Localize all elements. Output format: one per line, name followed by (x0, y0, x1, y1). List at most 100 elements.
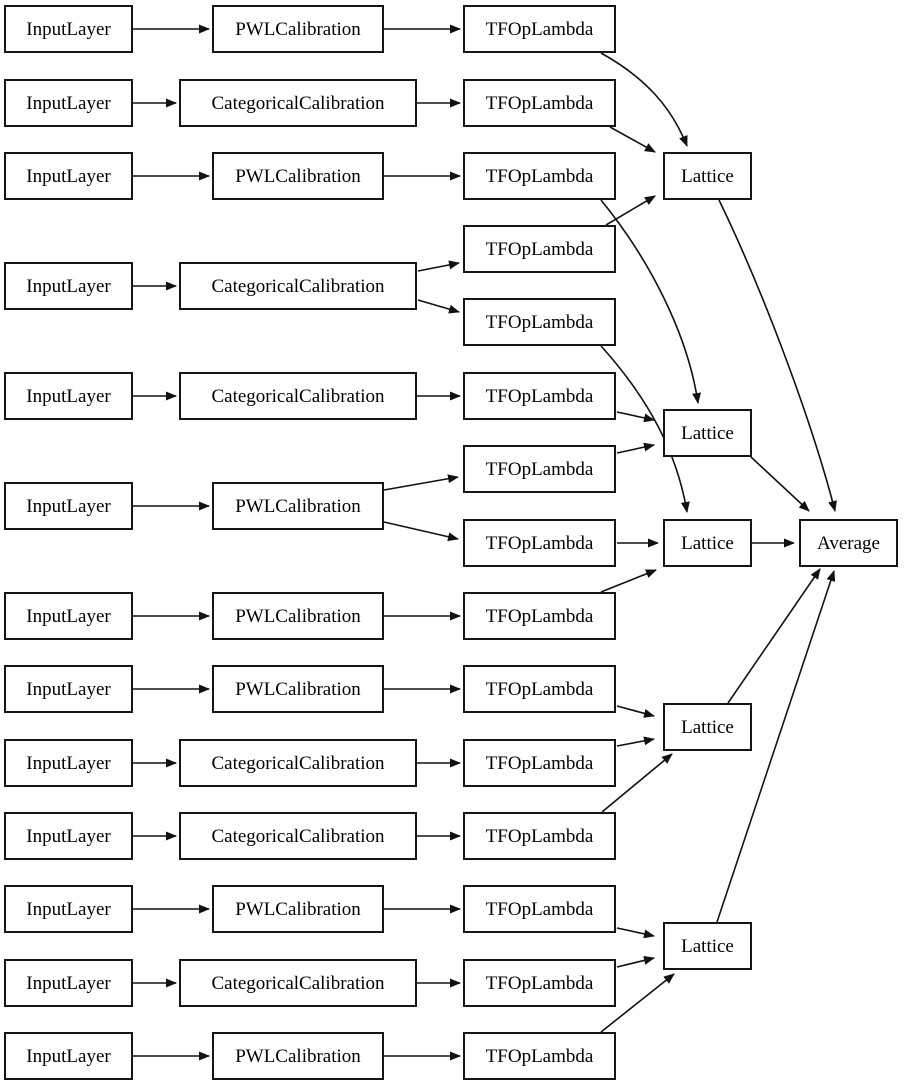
node-tf3: TFOpLambda (463, 152, 616, 200)
node-label: Lattice (681, 716, 734, 738)
node-label: InputLayer (26, 18, 111, 40)
node-lat2: Lattice (663, 409, 752, 457)
node-label: TFOpLambda (485, 385, 594, 407)
node-in9: InputLayer (4, 739, 133, 787)
node-tf9: TFOpLambda (463, 592, 616, 640)
node-label: InputLayer (26, 275, 111, 297)
node-label: InputLayer (26, 678, 111, 700)
node-label: TFOpLambda (485, 678, 594, 700)
node-tf7: TFOpLambda (463, 445, 616, 493)
node-cal7: PWLCalibration (212, 592, 384, 640)
node-label: Lattice (681, 935, 734, 957)
node-cal2: CategoricalCalibration (179, 79, 417, 127)
node-label: TFOpLambda (485, 605, 594, 627)
edge-tf1-lat1 (600, 52, 688, 147)
edge-cal6-tf7 (383, 474, 459, 491)
edge-cal6-tf8 (383, 521, 459, 542)
node-label: PWLCalibration (235, 605, 361, 627)
node-cal10: CategoricalCalibration (179, 812, 417, 860)
node-in4: InputLayer (4, 262, 133, 310)
node-label: InputLayer (26, 752, 111, 774)
node-label: TFOpLambda (485, 92, 594, 114)
edge-tf14-lat5 (616, 955, 655, 968)
edge-cal4-tf5 (417, 299, 460, 314)
node-label: TFOpLambda (485, 532, 594, 554)
node-label: TFOpLambda (485, 165, 594, 187)
node-label: CategoricalCalibration (211, 385, 385, 407)
edge-lat1-avg (718, 199, 837, 512)
node-in12: InputLayer (4, 959, 133, 1007)
edge-tf2-lat1 (609, 126, 656, 153)
node-label: Lattice (681, 165, 734, 187)
node-in3: InputLayer (4, 152, 133, 200)
node-lat4: Lattice (663, 703, 752, 751)
node-label: CategoricalCalibration (211, 972, 385, 994)
edge-tf11-lat4 (616, 736, 655, 747)
node-tf4: TFOpLambda (463, 225, 616, 273)
node-label: CategoricalCalibration (211, 825, 385, 847)
node-tf11: TFOpLambda (463, 739, 616, 787)
node-tf5: TFOpLambda (463, 298, 616, 346)
node-label: CategoricalCalibration (211, 92, 385, 114)
node-label: TFOpLambda (485, 898, 594, 920)
node-label: PWLCalibration (235, 495, 361, 517)
node-lat1: Lattice (663, 152, 752, 200)
edge-tf9-lat3 (600, 569, 657, 593)
node-lat5: Lattice (663, 922, 752, 970)
node-label: InputLayer (26, 898, 111, 920)
node-label: InputLayer (26, 385, 111, 407)
node-label: TFOpLambda (485, 458, 594, 480)
edge-tf13-lat5 (616, 927, 655, 939)
node-label: CategoricalCalibration (211, 752, 385, 774)
edge-tf12-lat4 (601, 753, 673, 813)
node-in13: InputLayer (4, 1032, 133, 1080)
node-label: TFOpLambda (485, 1045, 594, 1067)
node-label: TFOpLambda (485, 311, 594, 333)
edge-lat4-avg (727, 568, 821, 704)
node-tf1: TFOpLambda (463, 5, 616, 53)
edge-tf6-lat2 (616, 411, 655, 423)
node-tf13: TFOpLambda (463, 885, 616, 933)
edge-lat5-avg (716, 570, 836, 923)
node-label: TFOpLambda (485, 752, 594, 774)
node-tf6: TFOpLambda (463, 372, 616, 420)
edge-cal4-tf4 (417, 260, 460, 272)
node-label: Lattice (681, 422, 734, 444)
node-label: InputLayer (26, 165, 111, 187)
node-cal9: CategoricalCalibration (179, 739, 417, 787)
edge-tf15-lat5 (600, 973, 675, 1033)
node-cal4: CategoricalCalibration (179, 262, 417, 310)
node-label: PWLCalibration (235, 1045, 361, 1067)
node-tf15: TFOpLambda (463, 1032, 616, 1080)
node-label: InputLayer (26, 1045, 111, 1067)
node-in5: InputLayer (4, 372, 133, 420)
node-label: Average (817, 532, 880, 554)
node-label: InputLayer (26, 825, 111, 847)
node-label: InputLayer (26, 92, 111, 114)
node-cal11: PWLCalibration (212, 885, 384, 933)
edge-tf5-lat3 (600, 345, 690, 513)
node-label: InputLayer (26, 972, 111, 994)
node-in7: InputLayer (4, 592, 133, 640)
node-in11: InputLayer (4, 885, 133, 933)
edge-tf4-lat1 (605, 195, 656, 226)
node-cal13: PWLCalibration (212, 1032, 384, 1080)
node-cal1: PWLCalibration (212, 5, 384, 53)
node-label: PWLCalibration (235, 678, 361, 700)
node-tf12: TFOpLambda (463, 812, 616, 860)
node-label: TFOpLambda (485, 18, 594, 40)
edge-tf3-lat2 (600, 199, 701, 404)
node-cal12: CategoricalCalibration (179, 959, 417, 1007)
edge-tf10-lat4 (616, 705, 655, 718)
node-avg: Average (799, 519, 898, 567)
node-cal8: PWLCalibration (212, 665, 384, 713)
edge-tf7-lat2 (616, 442, 655, 454)
node-label: PWLCalibration (235, 165, 361, 187)
node-tf10: TFOpLambda (463, 665, 616, 713)
node-label: CategoricalCalibration (211, 275, 385, 297)
node-label: PWLCalibration (235, 18, 361, 40)
node-in2: InputLayer (4, 79, 133, 127)
node-label: TFOpLambda (485, 238, 594, 260)
node-tf14: TFOpLambda (463, 959, 616, 1007)
